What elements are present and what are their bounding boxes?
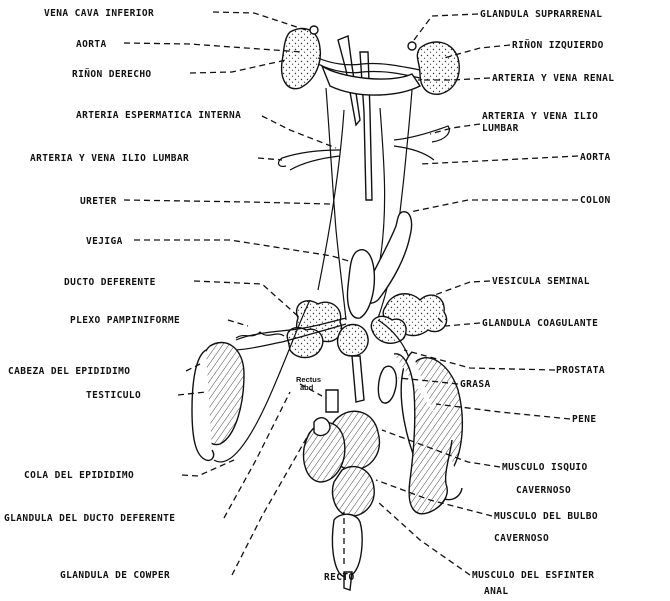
bulb-right: [333, 467, 375, 517]
label-ilio-lumbar-left: ARTERIA Y VENA ILIO LUMBAR: [30, 153, 189, 164]
label-plexo-pampiniforme: PLEXO PAMPINIFORME: [70, 315, 180, 326]
urethra: [352, 356, 364, 402]
label-rinon-derecho: RIÑON DERECHO: [72, 69, 152, 80]
grasa-lobe: [378, 366, 396, 403]
label-musculo-bulbo-2: CAVERNOSO: [494, 533, 549, 544]
label-ilio-lumbar-right-1: ARTERIA Y VENA ILIO: [482, 111, 598, 122]
rectum: [332, 514, 362, 577]
cowper-gland: [314, 418, 330, 436]
label-testiculo: TESTICULO: [86, 390, 141, 401]
label-rinon-izquierdo: RIÑON IZQUIERDO: [512, 40, 604, 51]
right-adrenal: [310, 26, 318, 34]
label-cabeza-epididimo: CABEZA DEL EPIDIDIMO: [8, 366, 130, 377]
label-arteria-espermatica: ARTERIA ESPERMATICA INTERNA: [76, 110, 241, 121]
spermatic-left: [380, 108, 385, 260]
prostate-lobes: [338, 325, 368, 357]
label-glandula-ducto-deferente: GLANDULA DEL DUCTO DEFERENTE: [4, 513, 175, 524]
aorta-vessel: [360, 52, 372, 200]
label-musculo-bulbo-1: MUSCULO DEL BULBO: [494, 511, 598, 522]
label-musculo-esfinter-1: MUSCULO DEL ESFINTER: [472, 570, 594, 581]
label-recto: RECTO: [324, 572, 355, 583]
ilio-lumbar-right-branch: [394, 126, 449, 142]
label-prostata: PROSTATA: [556, 365, 605, 376]
label-glandula-cowper: GLANDULA DE COWPER: [60, 570, 170, 581]
label-colon: COLON: [580, 195, 611, 206]
label-aorta-right: AORTA: [580, 152, 611, 163]
right-kidney: [282, 29, 321, 89]
label-musculo-isquio-1: MUSCULO ISQUIO: [502, 462, 588, 473]
left-kidney: [417, 42, 459, 94]
label-musculo-esfinter-2: ANAL: [484, 586, 508, 597]
left-adrenal: [408, 42, 416, 50]
label-vena-cava-inferior: VENA CAVA INFERIOR: [44, 8, 154, 19]
label-glandula-coagulante: GLANDULA COAGULANTE: [482, 318, 598, 329]
label-vesicula-seminal: VESICULA SEMINAL: [492, 276, 590, 287]
label-rectus-2: abd: [300, 383, 314, 392]
label-aorta-top: AORTA: [76, 39, 107, 50]
label-arteria-vena-renal: ARTERIA Y VENA RENAL: [492, 73, 614, 84]
ilio-lumbar-left-branch-2: [290, 156, 340, 170]
ilio-lumbar-right-branch-2: [394, 146, 434, 160]
label-cola-epididimo: COLA DEL EPIDIDIMO: [24, 470, 134, 481]
label-ilio-lumbar-right-2: LUMBAR: [482, 123, 519, 134]
label-musculo-isquio-2: CAVERNOSO: [516, 485, 571, 496]
bladder: [348, 250, 375, 318]
label-pene: PENE: [572, 414, 596, 425]
label-vejiga: VEJIGA: [86, 236, 123, 247]
rectus-muscle: [326, 390, 338, 412]
label-ureter: URETER: [80, 196, 117, 207]
label-grasa: GRASA: [460, 379, 491, 390]
label-glandula-suprarrenal: GLANDULA SUPRARRENAL: [480, 9, 602, 20]
coag-lobe: [371, 316, 406, 343]
label-ducto-deferente: DUCTO DEFERENTE: [64, 277, 156, 288]
